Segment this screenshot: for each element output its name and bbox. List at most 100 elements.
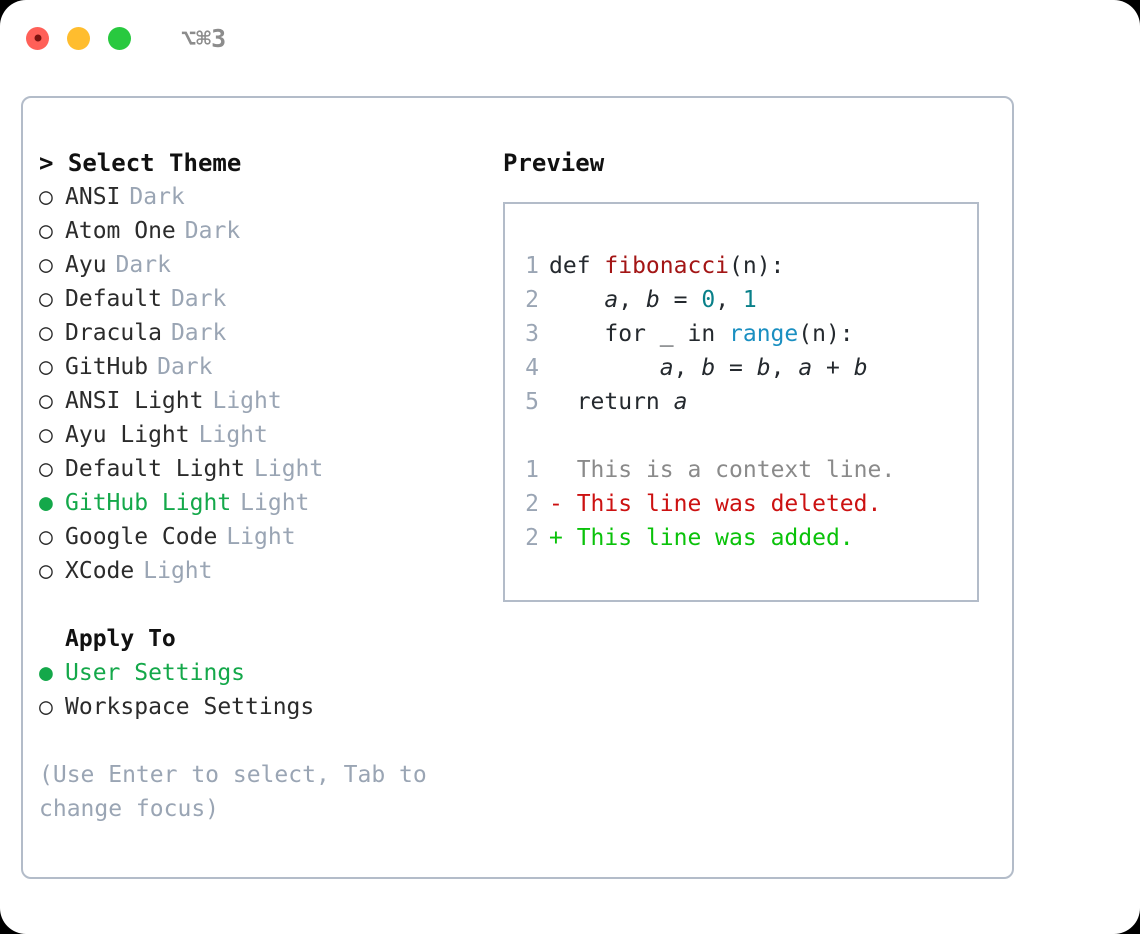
theme-option-variant: Light	[226, 524, 296, 550]
radio-unselected-icon: ○	[39, 252, 53, 278]
theme-option-variant: Light	[143, 558, 213, 584]
code-line-text: a, b = 0, 1	[549, 283, 757, 317]
code-line-number: 4	[525, 355, 539, 381]
code-token-var: a	[659, 355, 674, 381]
code-token-plain: ,	[673, 355, 702, 381]
theme-option-label: Atom One	[65, 218, 176, 244]
theme-option-label: Default Light	[65, 456, 246, 482]
radio-unselected-icon: ○	[39, 388, 53, 414]
code-token-var: a	[673, 389, 688, 415]
code-token-var: b	[701, 355, 716, 381]
radio-selected-icon: ●	[39, 490, 53, 516]
theme-option-label: Dracula	[65, 320, 162, 346]
code-token-plain: =	[715, 355, 757, 381]
traffic-lights	[26, 26, 131, 50]
theme-option-ansi-light[interactable]: ○ ANSI Light Light	[39, 384, 503, 418]
radio-unselected-icon: ○	[39, 218, 53, 244]
code-line-text: def fibonacci(n):	[549, 249, 784, 283]
radio-unselected-icon: ○	[39, 422, 53, 448]
code-line-number: 1	[525, 253, 539, 279]
radio-unselected-icon: ○	[39, 456, 53, 482]
radio-unselected-icon: ○	[39, 354, 53, 380]
code-line-number: 5	[525, 389, 539, 415]
code-token-var: b	[756, 355, 771, 381]
theme-option-default-light[interactable]: ○ Default Light Light	[39, 452, 503, 486]
code-token-plain: ,	[618, 287, 646, 313]
code-token-kw: def	[549, 253, 605, 279]
code-token-var: a	[604, 287, 619, 313]
radio-unselected-icon: ○	[39, 524, 53, 550]
code-line: 1 def fibonacci(n):	[505, 249, 977, 283]
apply-to-heading: Apply To	[65, 626, 176, 652]
theme-option-variant: Dark	[157, 354, 213, 380]
radio-unselected-icon: ○	[39, 286, 53, 312]
diff-line-add: 2+ This line was added.	[505, 521, 977, 555]
theme-option-variant: Light	[198, 422, 268, 448]
diff-line-number: 2	[525, 491, 539, 517]
diff-line-number: 2	[525, 525, 539, 551]
code-token-call: range	[729, 321, 799, 347]
apply-to-option-label: User Settings	[65, 660, 246, 686]
radio-unselected-icon: ○	[39, 320, 53, 346]
preview-title: Preview	[503, 149, 605, 177]
theme-option-ayu[interactable]: ○ Ayu Dark	[39, 248, 503, 282]
keyboard-shortcut-label: ⌥⌘3	[181, 23, 227, 53]
theme-option-label: XCode	[65, 558, 135, 584]
theme-option-variant: Dark	[184, 218, 241, 244]
code-line-number: 3	[525, 321, 539, 347]
diff-line-del: 2- This line was deleted.	[505, 487, 977, 521]
code-token-plain: +	[812, 355, 854, 381]
code-token-num: 1	[742, 287, 757, 313]
theme-option-label: ANSI Light	[65, 388, 204, 414]
code-line: 3 for _ in range(n):	[505, 317, 977, 351]
code-token-plain	[549, 355, 660, 381]
theme-option-xcode[interactable]: ○ XCode Light	[39, 554, 503, 588]
apply-to-option-user-settings[interactable]: ● User Settings	[39, 656, 503, 690]
diff-line-text: This is a context line.	[562, 457, 896, 483]
diff-sign	[549, 453, 563, 487]
radio-selected-icon: ●	[39, 660, 53, 686]
keyboard-hint-text: (Use Enter to select, Tab to change focu…	[39, 762, 441, 822]
theme-option-variant: Light	[254, 456, 324, 482]
maximize-button-icon[interactable]	[108, 26, 131, 50]
theme-option-atom-one[interactable]: ○ Atom One Dark	[39, 214, 503, 248]
code-line: 4 a, b = b, a + b	[505, 351, 977, 385]
theme-option-dracula[interactable]: ○ Dracula Dark	[39, 316, 503, 350]
code-token-plain	[549, 287, 604, 313]
code-token-plain: (n):	[798, 321, 854, 347]
code-token-var: b	[853, 355, 868, 381]
theme-option-variant: Light	[212, 388, 282, 414]
code-token-plain: (n):	[729, 253, 785, 279]
theme-option-label: Ayu	[65, 252, 107, 278]
theme-option-variant: Dark	[115, 252, 171, 278]
apply-to-option-label: Workspace Settings	[65, 694, 315, 720]
code-line-text: return a	[549, 385, 688, 419]
theme-option-variant: Dark	[170, 320, 227, 346]
apply-to-list[interactable]: ● User Settings ○ Workspace Settings	[39, 656, 503, 724]
radio-unselected-icon: ○	[39, 558, 53, 584]
close-button-icon[interactable]	[26, 26, 49, 50]
diff-sign: -	[549, 491, 563, 517]
minimize-button-icon[interactable]	[67, 26, 90, 50]
code-diff-spacer	[505, 419, 977, 453]
apply-to-option-workspace-settings[interactable]: ○ Workspace Settings	[39, 690, 503, 724]
code-token-fn: fibonacci	[604, 253, 730, 279]
radio-unselected-icon: ○	[39, 184, 53, 210]
code-line-number: 2	[525, 287, 539, 313]
radio-unselected-icon: ○	[39, 694, 53, 720]
theme-option-label: GitHub Light	[65, 490, 232, 516]
list-spacer	[39, 588, 503, 622]
